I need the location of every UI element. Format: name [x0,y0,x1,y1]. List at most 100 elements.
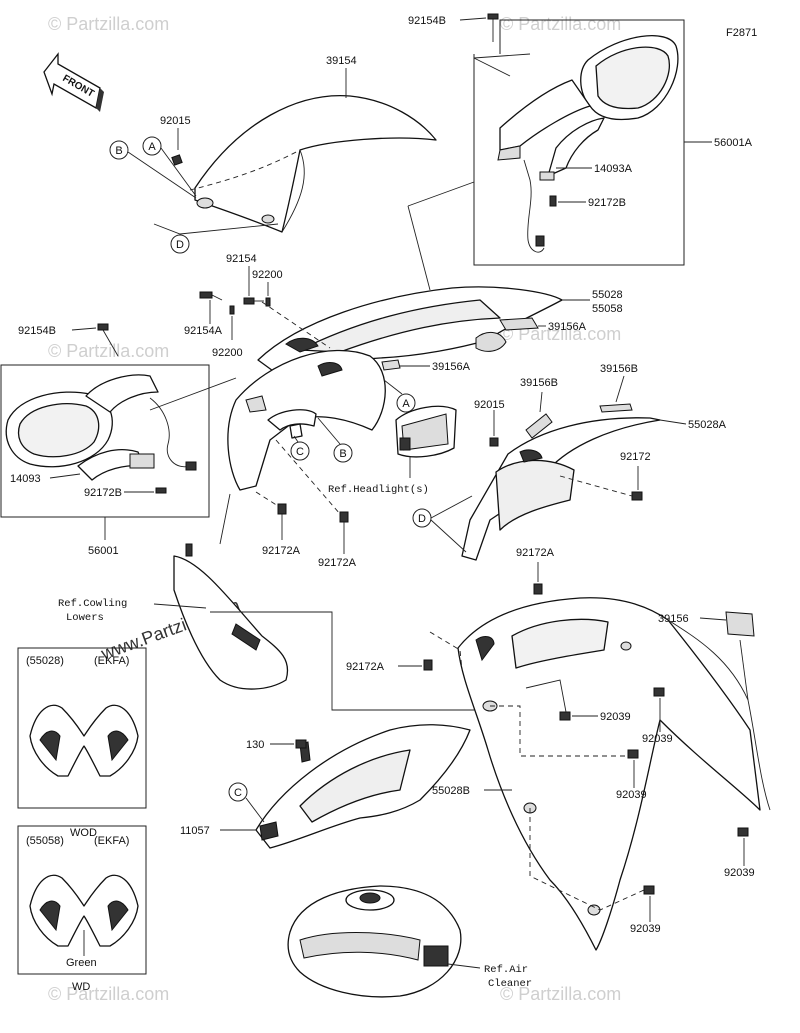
bolt-92172a-3[interactable] [533,583,543,595]
bolt-92172b-right[interactable] [549,195,557,207]
variant-wd-code: (55058) [26,835,64,847]
svg-text:A: A [148,141,156,153]
inner-cowl-left[interactable] [227,349,386,491]
air-cleaner-ref[interactable] [287,885,462,998]
callout-d-mid: D [412,508,432,528]
svg-text:C: C [234,787,242,799]
label-39156b-1: 39156B [520,377,558,389]
label-130: 130 [246,739,264,751]
label-39156a-2: 39156A [432,361,471,373]
clip-92039-2[interactable] [653,687,665,697]
ref-air-cleaner-label-2: Cleaner [488,978,532,990]
label-92015-mid: 92015 [474,399,505,411]
watermark-6: © Partzilla.com [48,984,169,1004]
bolt-92154b-top[interactable] [487,13,499,42]
bolt-92172a-1[interactable] [277,503,287,515]
windscreen-39154[interactable] [189,94,437,233]
clip-92039-1[interactable] [559,711,571,721]
bracket-14093[interactable] [77,449,155,481]
headlight-ref[interactable] [395,405,457,458]
sticker-39156[interactable] [725,611,755,637]
svg-text:B: B [115,145,122,157]
clip-92039-3[interactable] [627,749,639,759]
callout-a-top: A [142,136,162,156]
sticker-39156b-2[interactable] [599,403,633,413]
label-55028b: 55028B [432,785,470,797]
ref-cowling-label-1: Ref.Cowling [58,598,127,610]
washer-92200-top[interactable] [265,297,271,307]
bolt-92172[interactable] [631,491,643,501]
variant-wd-label: WD [72,981,90,993]
bolt-92172a-2[interactable] [339,511,349,523]
callout-b-mid: B [333,443,353,463]
bracket-c-left[interactable] [267,409,317,439]
ref-cowling-label-2: Lowers [66,612,104,624]
watermark-4: © Partzilla.com [500,324,621,344]
callout-c-mid: C [290,441,310,461]
screw-92015-top[interactable] [171,154,183,166]
left-mirror-56001[interactable] [5,374,197,471]
side-fairing-55028b[interactable] [457,597,771,951]
variant-wd-cowl-icon[interactable] [29,874,139,947]
bolt-130[interactable] [295,739,307,749]
label-14093: 14093 [10,473,41,485]
variant-wod-cowl-icon[interactable] [29,704,139,777]
bolt-92154b-left[interactable] [97,323,119,357]
label-92172a-4: 92172A [346,661,385,673]
variant-wd-color-code: (EKFA) [94,835,129,847]
clip-92039-4[interactable] [737,827,749,837]
svg-text:C: C [296,446,304,458]
label-92172b-right: 92172B [588,197,626,209]
label-92172a-2: 92172A [318,557,357,569]
right-mirror-56001a[interactable] [497,35,679,253]
screw-92015-mid[interactable] [489,437,499,447]
label-55028: 55028 [592,289,623,301]
label-92039-5: 92039 [630,923,661,935]
callout-a-mid: A [396,393,416,413]
svg-text:D: D [176,239,184,251]
variant-wod-label: WOD [70,827,97,839]
bolt-92154a[interactable] [199,291,223,301]
label-55028a: 55028A [688,419,727,431]
sticker-39156a-2[interactable] [381,359,401,371]
bolt-92172a-4[interactable] [423,659,433,671]
ref-headlight-label: Ref.Headlight(s) [328,484,429,496]
front-arrow-icon: FRONT [43,52,104,112]
label-56001a: 56001A [714,137,753,149]
watermark-2: © Partzilla.com [500,14,621,34]
inner-panel-55028a[interactable] [461,417,661,561]
sticker-39156a-1[interactable] [499,317,539,331]
mirror-box-56001a [473,19,685,266]
svg-text:A: A [402,398,410,410]
label-39156a-1: 39156A [548,321,587,333]
label-92154a: 92154A [184,325,223,337]
label-14093a: 14093A [594,163,633,175]
variant-wod-code: (55028) [26,655,64,667]
sticker-39156b-1[interactable] [525,413,553,439]
watermark-1: © Partzilla.com [48,14,169,34]
label-92015-top: 92015 [160,115,191,127]
variant-box-wod: (55028) (EKFA) WOD [17,647,147,839]
label-92172b-left: 92172B [84,487,122,499]
washer-92200-bot[interactable] [229,305,235,315]
label-92039-2: 92039 [642,733,673,745]
callout-c-bottom: C [228,782,248,802]
bracket-14093a[interactable] [539,117,605,181]
label-92039-1: 92039 [600,711,631,723]
variant-box-wd: (55058) (EKFA) Green WD [17,825,147,993]
variant-wd-color: Green [66,957,97,969]
label-39156: 39156 [658,613,689,625]
clip-92039-5[interactable] [643,885,655,895]
label-92172a-1: 92172A [262,545,301,557]
label-92154b-top: 92154B [408,15,446,27]
bolt-92172b-left[interactable] [155,487,167,494]
svg-text:D: D [418,513,426,525]
variant-wod-color-code: (EKFA) [94,655,129,667]
bolt-92154[interactable] [243,297,264,305]
cowling-lower-ref[interactable] [173,543,289,690]
label-92039-4: 92039 [724,867,755,879]
callout-b-top: B [109,140,129,160]
label-39156b-2: 39156B [600,363,638,375]
